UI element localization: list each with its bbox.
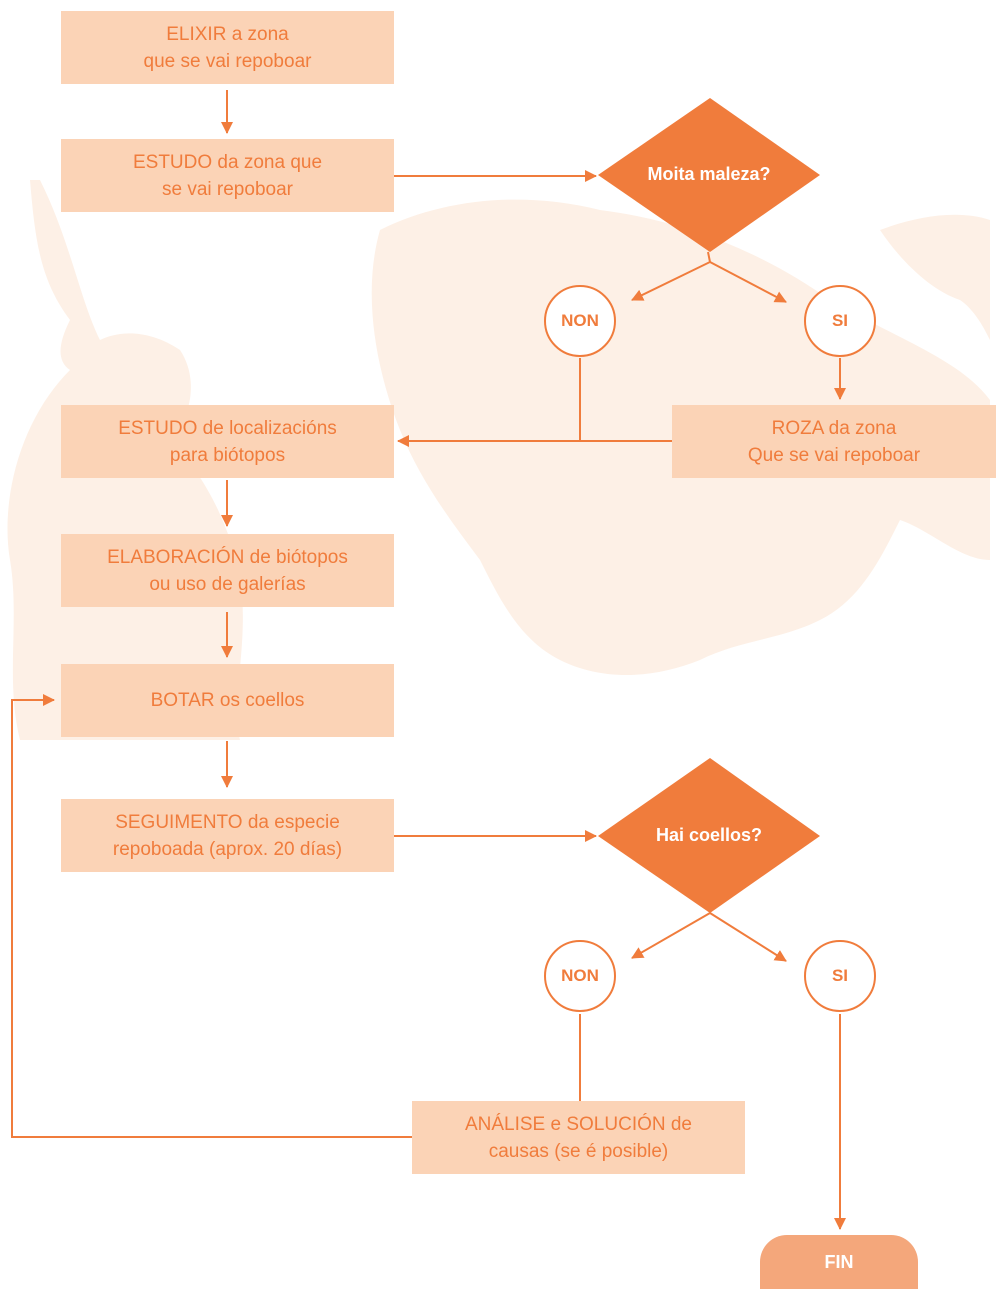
- step-estudo-localizacions: ESTUDO de localizacións para biótopos: [61, 405, 394, 478]
- decision-coellos-yes-label: SI: [831, 966, 849, 985]
- arrow-maleza-to-si: [709, 261, 787, 303]
- step-elixir: ELIXIR a zona que se vai repoboar: [61, 11, 394, 84]
- decision-maleza-diamond: [598, 98, 820, 252]
- step-elaboracion: ELABORACIÓN de biótopos ou uso de galerí…: [61, 534, 394, 607]
- end-terminal: FIN: [760, 1235, 918, 1289]
- decision-maleza-label: Moita maleza?: [647, 164, 771, 184]
- step-estudo-localizacions-label: ESTUDO de localizacións para biótopos: [118, 417, 337, 466]
- decision-maleza-yes-label: SI: [831, 311, 849, 330]
- step-estudo-zona-label: ESTUDO da zona que se vai repoboar: [132, 151, 323, 200]
- arrow-maleza-to-non: [631, 251, 712, 301]
- decision-coellos-no-circle: NON: [544, 940, 616, 1012]
- decision-maleza-no-label: NON: [561, 311, 599, 330]
- arrow-coellos-to-si: [709, 912, 787, 962]
- arrow-loop-analise-to-botar: [11, 694, 412, 1138]
- decision-coellos-label: Hai coellos?: [655, 825, 763, 845]
- step-analise: ANÁLISE e SOLUCIÓN de causas (se é posib…: [412, 1101, 745, 1174]
- end-terminal-label: FIN: [824, 1251, 854, 1272]
- rabbit-ear-silhouette: [880, 214, 990, 340]
- step-analise-label: ANÁLISE e SOLUCIÓN de causas (se é posib…: [464, 1113, 693, 1162]
- step-elaboracion-label: ELABORACIÓN de biótopos ou uso de galerí…: [107, 546, 348, 595]
- decision-coellos-no-label: NON: [561, 966, 599, 985]
- step-botar-label: BOTAR os coellos: [150, 690, 305, 711]
- step-roza-label: ROZA da zona Que se vai repoboar: [747, 417, 921, 466]
- step-seguimento-label: SEGUIMENTO da especie repoboada (aprox. …: [112, 811, 343, 860]
- decision-coellos-diamond: [598, 758, 820, 913]
- step-estudo-zona: ESTUDO da zona que se vai repoboar: [61, 139, 394, 212]
- arrow-non-to-localizacions: [397, 358, 581, 447]
- step-roza: ROZA da zona Que se vai repoboar: [672, 405, 996, 478]
- decision-maleza-no-circle: NON: [544, 285, 616, 357]
- decision-coellos-yes-circle: SI: [804, 940, 876, 1012]
- step-botar: BOTAR os coellos: [61, 664, 394, 737]
- decision-maleza-yes-circle: SI: [804, 285, 876, 357]
- step-elixir-label: ELIXIR a zona que se vai repoboar: [143, 23, 312, 72]
- arrow-coellos-to-non: [631, 912, 711, 959]
- step-seguimento: SEGUIMENTO da especie repoboada (aprox. …: [61, 799, 394, 872]
